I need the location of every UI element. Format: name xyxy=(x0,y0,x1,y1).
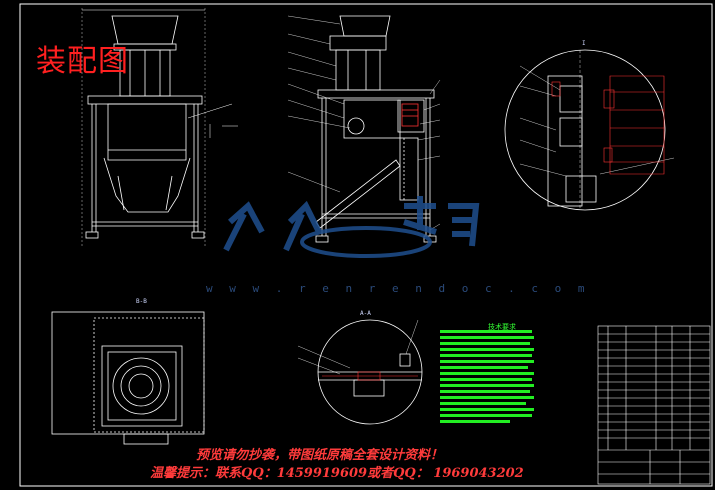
detail-hatch xyxy=(551,75,665,175)
section-label-bb: B-B xyxy=(136,298,147,305)
notes-heading: 技术要求 xyxy=(488,323,516,331)
drawing-title: 装配图 xyxy=(36,44,129,79)
preview-notice: 预览请勿抄袭，带图纸原稿全套设计资料！ xyxy=(196,448,444,463)
technical-notes-block xyxy=(440,330,534,423)
front-view xyxy=(81,8,238,248)
contact-notice: 温馨提示：联系QQ：1459919609或者QQ： 1969043202 xyxy=(150,466,524,481)
section-label-aa: A-A xyxy=(360,310,371,317)
detail-view-i xyxy=(504,49,675,211)
top-view xyxy=(51,311,205,445)
watermark-url: w w w . r e n r e n d o c . c o m xyxy=(206,282,590,295)
section-hatch xyxy=(322,371,418,381)
drawing-frame xyxy=(19,3,713,487)
watermark-logo xyxy=(223,196,480,258)
detail-label: I xyxy=(582,40,586,47)
hatch-red xyxy=(401,103,419,127)
side-view xyxy=(287,15,441,243)
title-block xyxy=(597,325,711,485)
